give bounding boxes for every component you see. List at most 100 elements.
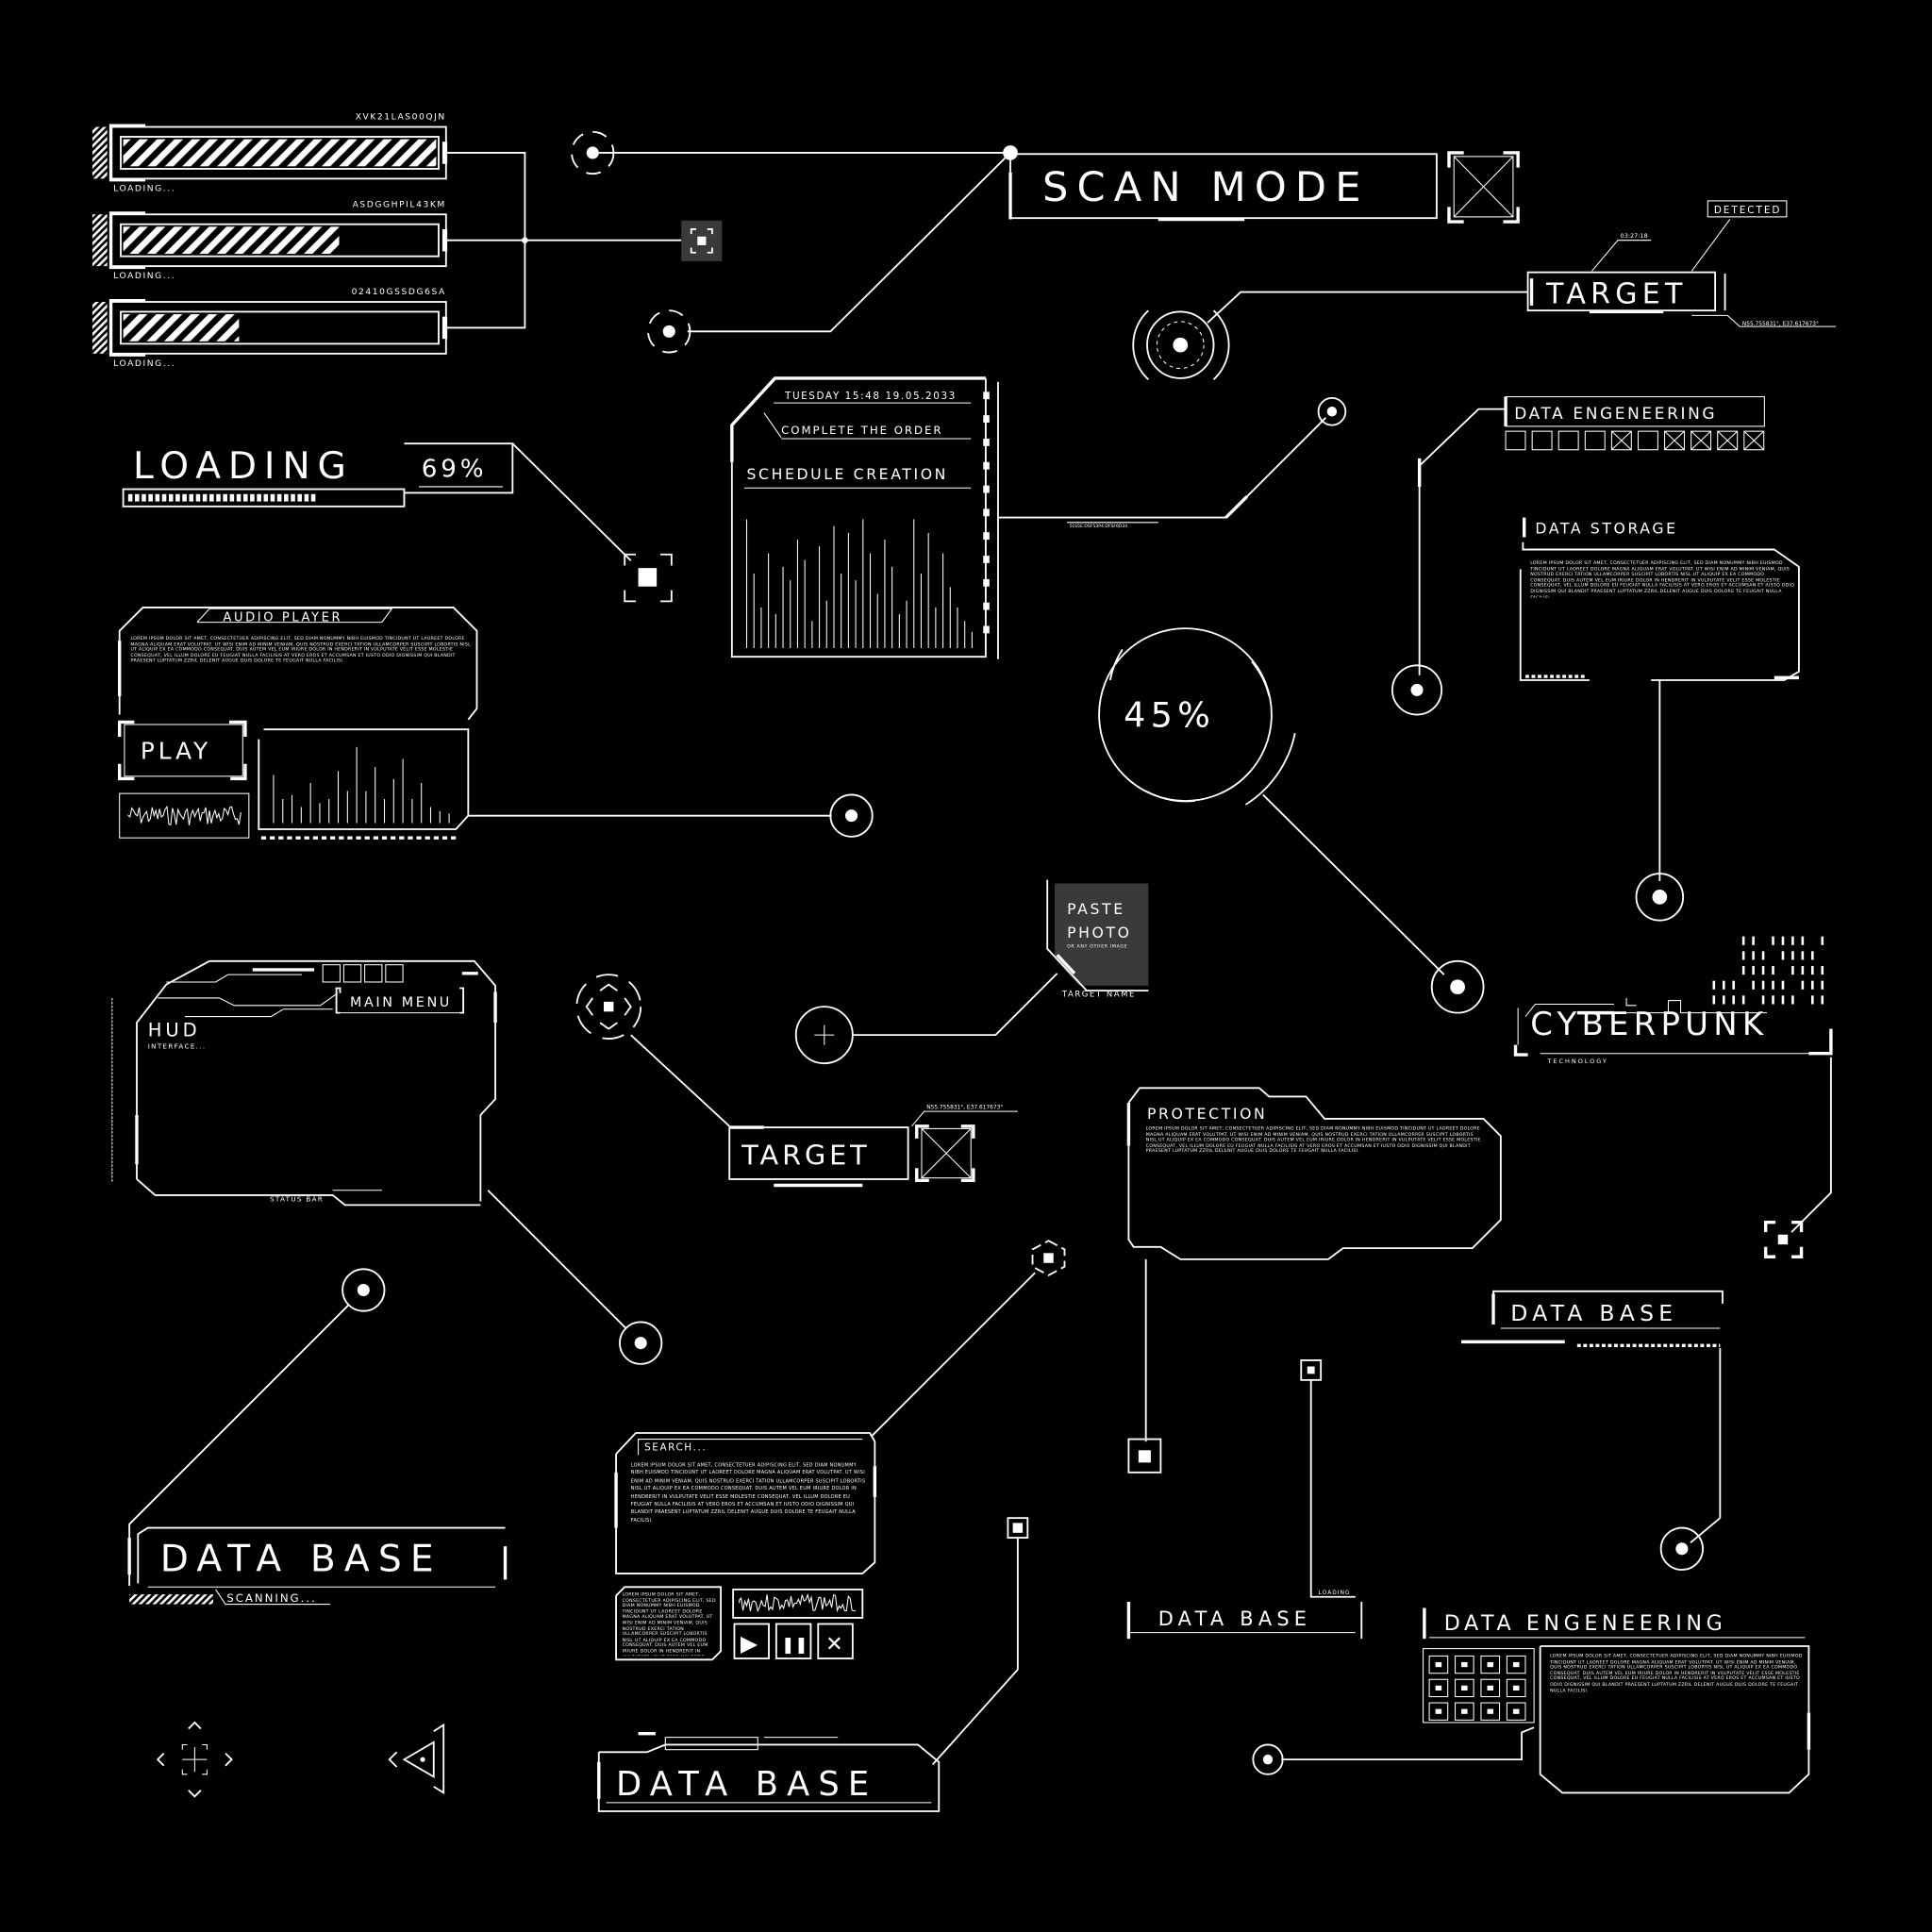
progress-tick (182, 493, 187, 502)
node-icon (1659, 1526, 1704, 1571)
progress-tick (297, 493, 302, 502)
node-icon (1430, 959, 1485, 1014)
paste-photo-line2: PHOTO (1067, 924, 1132, 941)
grid-cell (1428, 1702, 1449, 1721)
bar-code: ASDGGHPIL43KM (353, 200, 446, 209)
pause-control-button[interactable]: ❚❚ (774, 1623, 812, 1659)
grid-cell (1506, 1678, 1526, 1698)
search-panel: SEARCH... Lorem ipsum dolor sit amet, co… (614, 1432, 877, 1661)
play-button[interactable]: PLAY (117, 720, 247, 781)
database-bottom-title: DATA BASE (616, 1765, 877, 1804)
node-icon (1635, 873, 1685, 922)
database-left-subtitle: SCANNING... (226, 1591, 316, 1605)
progress-tick (257, 493, 261, 502)
database-left: DATA BASE SCANNING... (127, 1304, 508, 1606)
bar-fill (123, 314, 240, 341)
data-engineering-title: DATA ENGENEERING (1514, 405, 1717, 424)
hud-title: HUD (148, 1019, 201, 1041)
loading-bar: 02410GSSDG6SALOADING... (92, 288, 448, 369)
scan-mode-title: SCAN MODE (1042, 164, 1370, 211)
data-engineering-text: Lorem ipsum dolor sit amet, consectetuer… (1550, 1653, 1803, 1693)
progress-tick (175, 493, 180, 502)
schedule-panel: TUESDAY 15:48 19.05.2033 COMPLETE THE OR… (730, 376, 999, 659)
progress-tick (155, 493, 160, 502)
schedule-task[interactable]: COMPLETE THE ORDER (781, 424, 942, 437)
info-text: Lorem ipsum dolor sit amet, consectetuer… (622, 1591, 716, 1657)
paste-photo-placeholder[interactable]: PASTE PHOTO OR ANY OTHER IMAGE TARGET NA… (1046, 879, 1149, 999)
main-menu-label: MAIN MENU (350, 995, 452, 1010)
target-name-caption: TARGET NAME (1061, 990, 1136, 999)
status-square (1505, 430, 1526, 451)
node-icon (1252, 1743, 1284, 1775)
cyberpunk-panel: CYBERPUNK TECHNOLOGY (1513, 936, 1833, 1258)
search-input[interactable]: SEARCH... (638, 1439, 863, 1456)
data-engineering-bottom: DATA ENGENEERING Lorem ipsum dolor sit a… (1252, 1607, 1811, 1794)
target-middle-title: TARGET (741, 1139, 870, 1171)
target-panel-middle[interactable]: TARGET N55.755831°, E37.617673° (728, 1106, 1018, 1188)
database-right: DATA BASE (1461, 1290, 1724, 1571)
data-storage-title: DATA STORAGE (1535, 520, 1677, 538)
hatch-marker (92, 302, 108, 354)
node-icon (341, 1268, 386, 1312)
progress-tick (168, 493, 174, 502)
grid-cell (1455, 1678, 1474, 1698)
data-engineering-bottom-title: DATA ENGENEERING (1444, 1611, 1727, 1636)
progress-tick (142, 493, 146, 502)
progress-percent: 45% (1124, 695, 1215, 736)
close-control-button[interactable]: ✕ (817, 1623, 854, 1659)
progress-tick (236, 493, 242, 502)
paste-photo-line1: PASTE (1067, 900, 1125, 918)
progress-tick (242, 493, 248, 502)
schedule-date: TUESDAY 15:48 19.05.2033 (784, 391, 957, 402)
grid-cell (1480, 1655, 1501, 1674)
progress-tick (270, 493, 275, 502)
loading-bar: ASDGGHPIL43KM LOADING... (92, 200, 448, 281)
focus-box[interactable] (681, 220, 723, 261)
loading-bars-connectors (445, 152, 682, 329)
target-title: TARGET (1545, 277, 1687, 310)
data-engineering-top: DATA ENGENEERING (1391, 396, 1765, 716)
bar-code: XVK21LAS00QJN (356, 113, 446, 123)
progress-tick (223, 493, 227, 502)
progress-tick (189, 493, 194, 502)
node-icon (619, 1321, 663, 1365)
progress-tick (276, 493, 282, 502)
loading-title: LOADING (133, 445, 354, 488)
progress-tick (148, 493, 153, 502)
direction-pad-icon[interactable] (156, 1721, 233, 1798)
target-coords: N55.755831°, E37.617673° (1742, 322, 1819, 327)
audio-player-title: AUDIO PLAYER (223, 610, 342, 625)
status-bar-label: STATUS BAR (270, 1194, 324, 1203)
progress-ring: 45% (1098, 627, 1485, 1014)
status-square (1743, 430, 1765, 451)
loading-bar: XVK21LAS00QJNLOADING... (92, 113, 448, 193)
triangle-pointer-icon (388, 1723, 445, 1795)
grid-cell (1506, 1702, 1526, 1721)
grid-cell (1428, 1678, 1449, 1698)
cyberpunk-title: CYBERPUNK (1530, 1006, 1768, 1043)
play-control-button[interactable]: ▶ (733, 1623, 770, 1659)
progress-tick (284, 493, 289, 502)
database-small: LOADING DATA BASE (1126, 1359, 1363, 1640)
hud-indicator-boxes (322, 964, 404, 983)
bar-label: LOADING... (113, 272, 175, 281)
focus-target-icon (624, 553, 673, 603)
grid-cell (1480, 1702, 1501, 1721)
database-left-title: DATA BASE (160, 1538, 442, 1580)
progress-tick (310, 493, 316, 502)
protection-text: Lorem ipsum dolor sit amet, consectetuer… (1145, 1125, 1481, 1155)
main-menu-button[interactable]: MAIN MENU (335, 987, 465, 1014)
target-time: 03:27:18 (1621, 232, 1648, 240)
scan-mode-panel[interactable]: SCAN MODE (1008, 153, 1438, 222)
target-panel-top[interactable]: TARGET 03:27:18 DETECTED N55.755831°, E3… (1526, 200, 1837, 327)
grid-cell (1455, 1702, 1474, 1721)
status-square (1637, 430, 1658, 451)
svg-text:❚❚: ❚❚ (781, 1636, 808, 1655)
search-placeholder: SEARCH... (644, 1441, 707, 1453)
hexagon-icon (1031, 1240, 1066, 1276)
audio-chart (273, 746, 450, 824)
grid-cell (1455, 1655, 1474, 1674)
close-x-icon[interactable] (1447, 151, 1520, 224)
hatch-marker (92, 126, 108, 179)
